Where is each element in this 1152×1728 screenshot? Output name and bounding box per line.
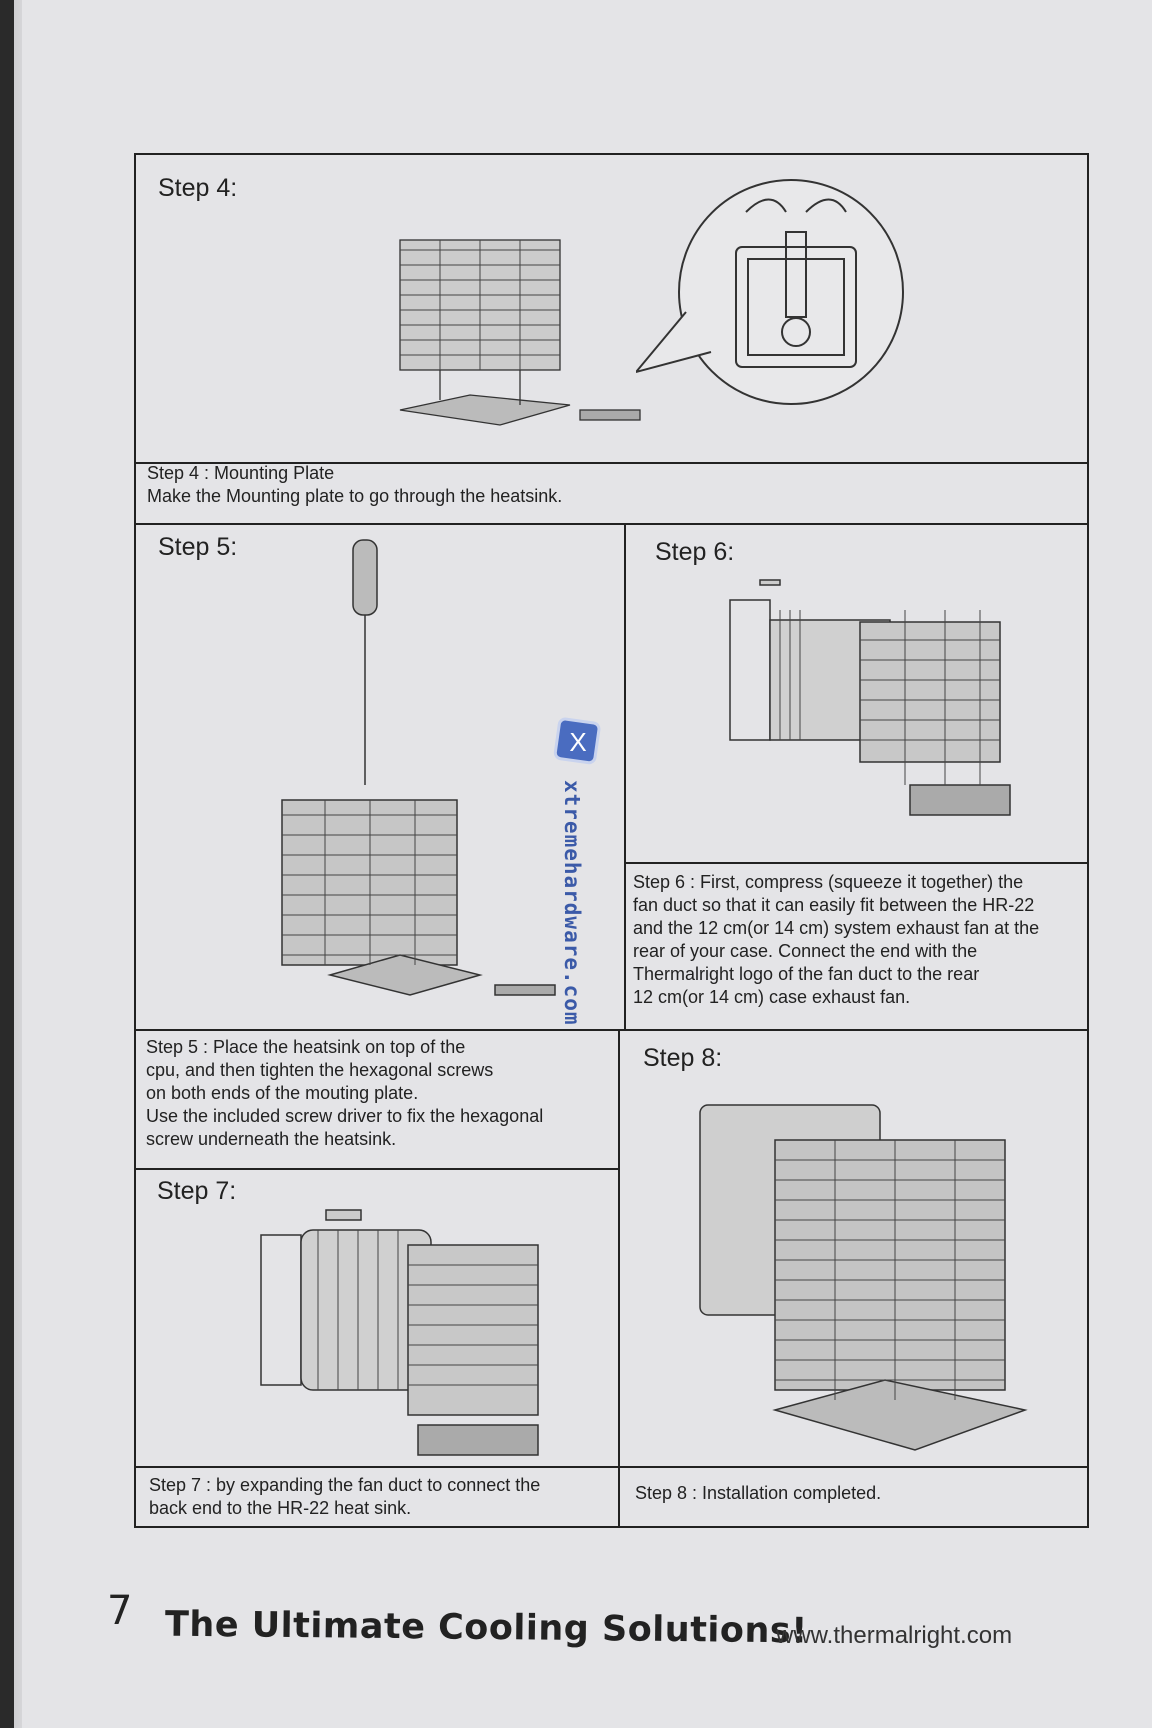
svg-text:X: X <box>569 727 586 757</box>
step6-title: Step 6: <box>655 538 735 566</box>
divider <box>134 1466 1089 1468</box>
step6-caption: Step 6 : First, compress (squeeze it tog… <box>633 872 1040 1007</box>
watermark-text: xtremehardware.com <box>560 780 584 1026</box>
step8-title: Step 8: <box>643 1044 723 1072</box>
steps-frame <box>134 153 1089 1528</box>
footer-slogan: The Ultimate Cooling Solutions! <box>164 1604 808 1652</box>
divider <box>618 1029 620 1528</box>
step5-caption: Step 5 : Place the heatsink on top of th… <box>146 1037 544 1149</box>
divider <box>134 1029 1089 1031</box>
divider <box>134 523 1089 525</box>
divider <box>134 1168 620 1170</box>
step6-fan-duct-illustration <box>729 579 1011 816</box>
step4-heatsink-illustration <box>399 239 641 426</box>
step7-expanded-duct-illustration <box>260 1209 539 1456</box>
page-number: 7 <box>107 1588 133 1634</box>
divider <box>134 462 1089 464</box>
step5-title: Step 5: <box>158 533 238 561</box>
footer-url[interactable]: www.thermalright.com <box>776 1622 1013 1649</box>
divider <box>624 523 626 1029</box>
manual-page <box>22 0 1152 1728</box>
step4-title: Step 4: <box>158 174 238 202</box>
step7-title: Step 7: <box>157 1177 237 1205</box>
step5-screwdriver-heatsink-illustration <box>281 539 556 996</box>
step4-caption: Step 4 : Mounting Plate Make the Mountin… <box>147 463 563 506</box>
step4-wrench-detail-illustration <box>636 179 904 405</box>
step7-caption: Step 7 : by expanding the fan duct to co… <box>149 1475 541 1518</box>
watermark-logo-icon: X <box>553 717 601 765</box>
step8-caption: Step 8 : Installation completed. <box>635 1483 882 1503</box>
divider <box>624 862 1089 864</box>
step8-installed-cooler-illustration <box>699 1104 1028 1451</box>
